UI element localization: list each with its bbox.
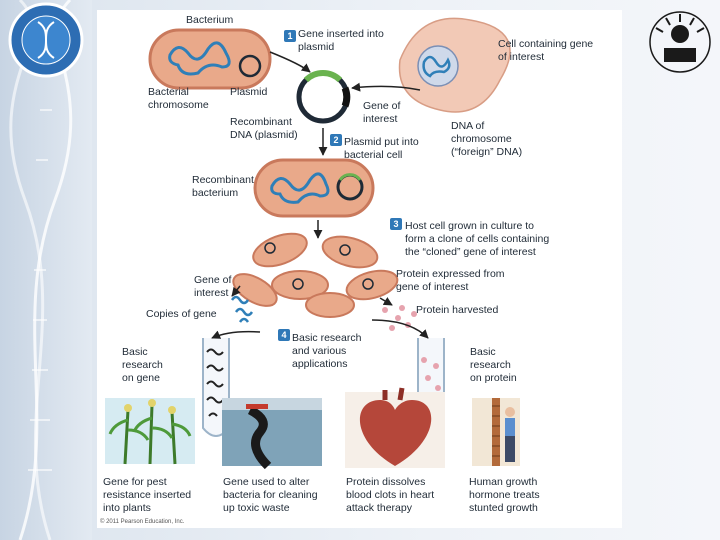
- label-app-toxic: Gene used to alter bacteria for cleaning…: [223, 476, 318, 514]
- label-plasmid: Plasmid: [230, 86, 268, 98]
- label-basic-research-protein: Basic research on protein: [470, 346, 517, 384]
- recombinant-plasmid-ring: [296, 69, 351, 124]
- label-bacterial-chromosome: Bacterial chromosome: [148, 86, 209, 111]
- copyright-notice: © 2011 Pearson Education, Inc.: [100, 519, 185, 525]
- left-decorative-strip: [0, 0, 92, 540]
- label-copies-of-gene: Copies of gene: [146, 308, 217, 320]
- step-badge-1: 1: [284, 30, 296, 42]
- gene-copies: [230, 295, 254, 323]
- label-gene-of-interest-top: Gene of interest: [363, 100, 401, 125]
- label-recombinant-dna: Recombinant DNA (plasmid): [230, 116, 298, 141]
- image-corn-plants: [105, 398, 195, 465]
- step-badge-3: 3: [390, 218, 402, 230]
- label-protein-harvested: Protein harvested: [416, 304, 499, 316]
- label-bacterium: Bacterium: [186, 14, 234, 26]
- step-badge-4: 4: [278, 329, 290, 341]
- host-cell: [398, 17, 511, 113]
- recombinant-bacterium-cell: [253, 158, 375, 218]
- label-host-cell-grown: Host cell grown in culture to form a clo…: [405, 220, 550, 258]
- step-badge-2: 2: [330, 134, 342, 146]
- label-gene-inserted: Gene inserted into plasmid: [298, 28, 384, 53]
- label-plasmid-put-into: Plasmid put into bacterial cell: [344, 136, 419, 161]
- label-basic-research-various: Basic research and various applications: [292, 332, 362, 370]
- university-seal-logo: [649, 11, 711, 73]
- label-app-blood: Protein dissolves blood clots in heart a…: [346, 476, 435, 514]
- label-protein-expressed: Protein expressed from gene of interest: [396, 268, 505, 293]
- image-oil-spill: [222, 398, 322, 470]
- label-basic-research-gene: Basic research on gene: [122, 346, 163, 384]
- label-cell-containing-gene: Cell containing gene of interest: [498, 38, 594, 63]
- label-recombinant-bacterium: Recombinant bacterium: [192, 174, 254, 199]
- label-gene-of-interest-mid: Gene of interest: [194, 274, 232, 299]
- image-height-chart: [472, 398, 520, 466]
- image-heart: [345, 387, 445, 468]
- label-app-growth: Human growth hormone treats stunted grow…: [469, 476, 540, 514]
- biotechnology-lab-logo: [8, 2, 84, 78]
- flow-arrows: [211, 51, 429, 339]
- label-app-pest: Gene for pest resistance inserted into p…: [103, 476, 192, 514]
- clone-of-cells: [232, 232, 399, 318]
- label-dna-of-chromosome: DNA of chromosome (“foreign” DNA): [451, 120, 523, 158]
- bacterium-cell: [148, 28, 272, 90]
